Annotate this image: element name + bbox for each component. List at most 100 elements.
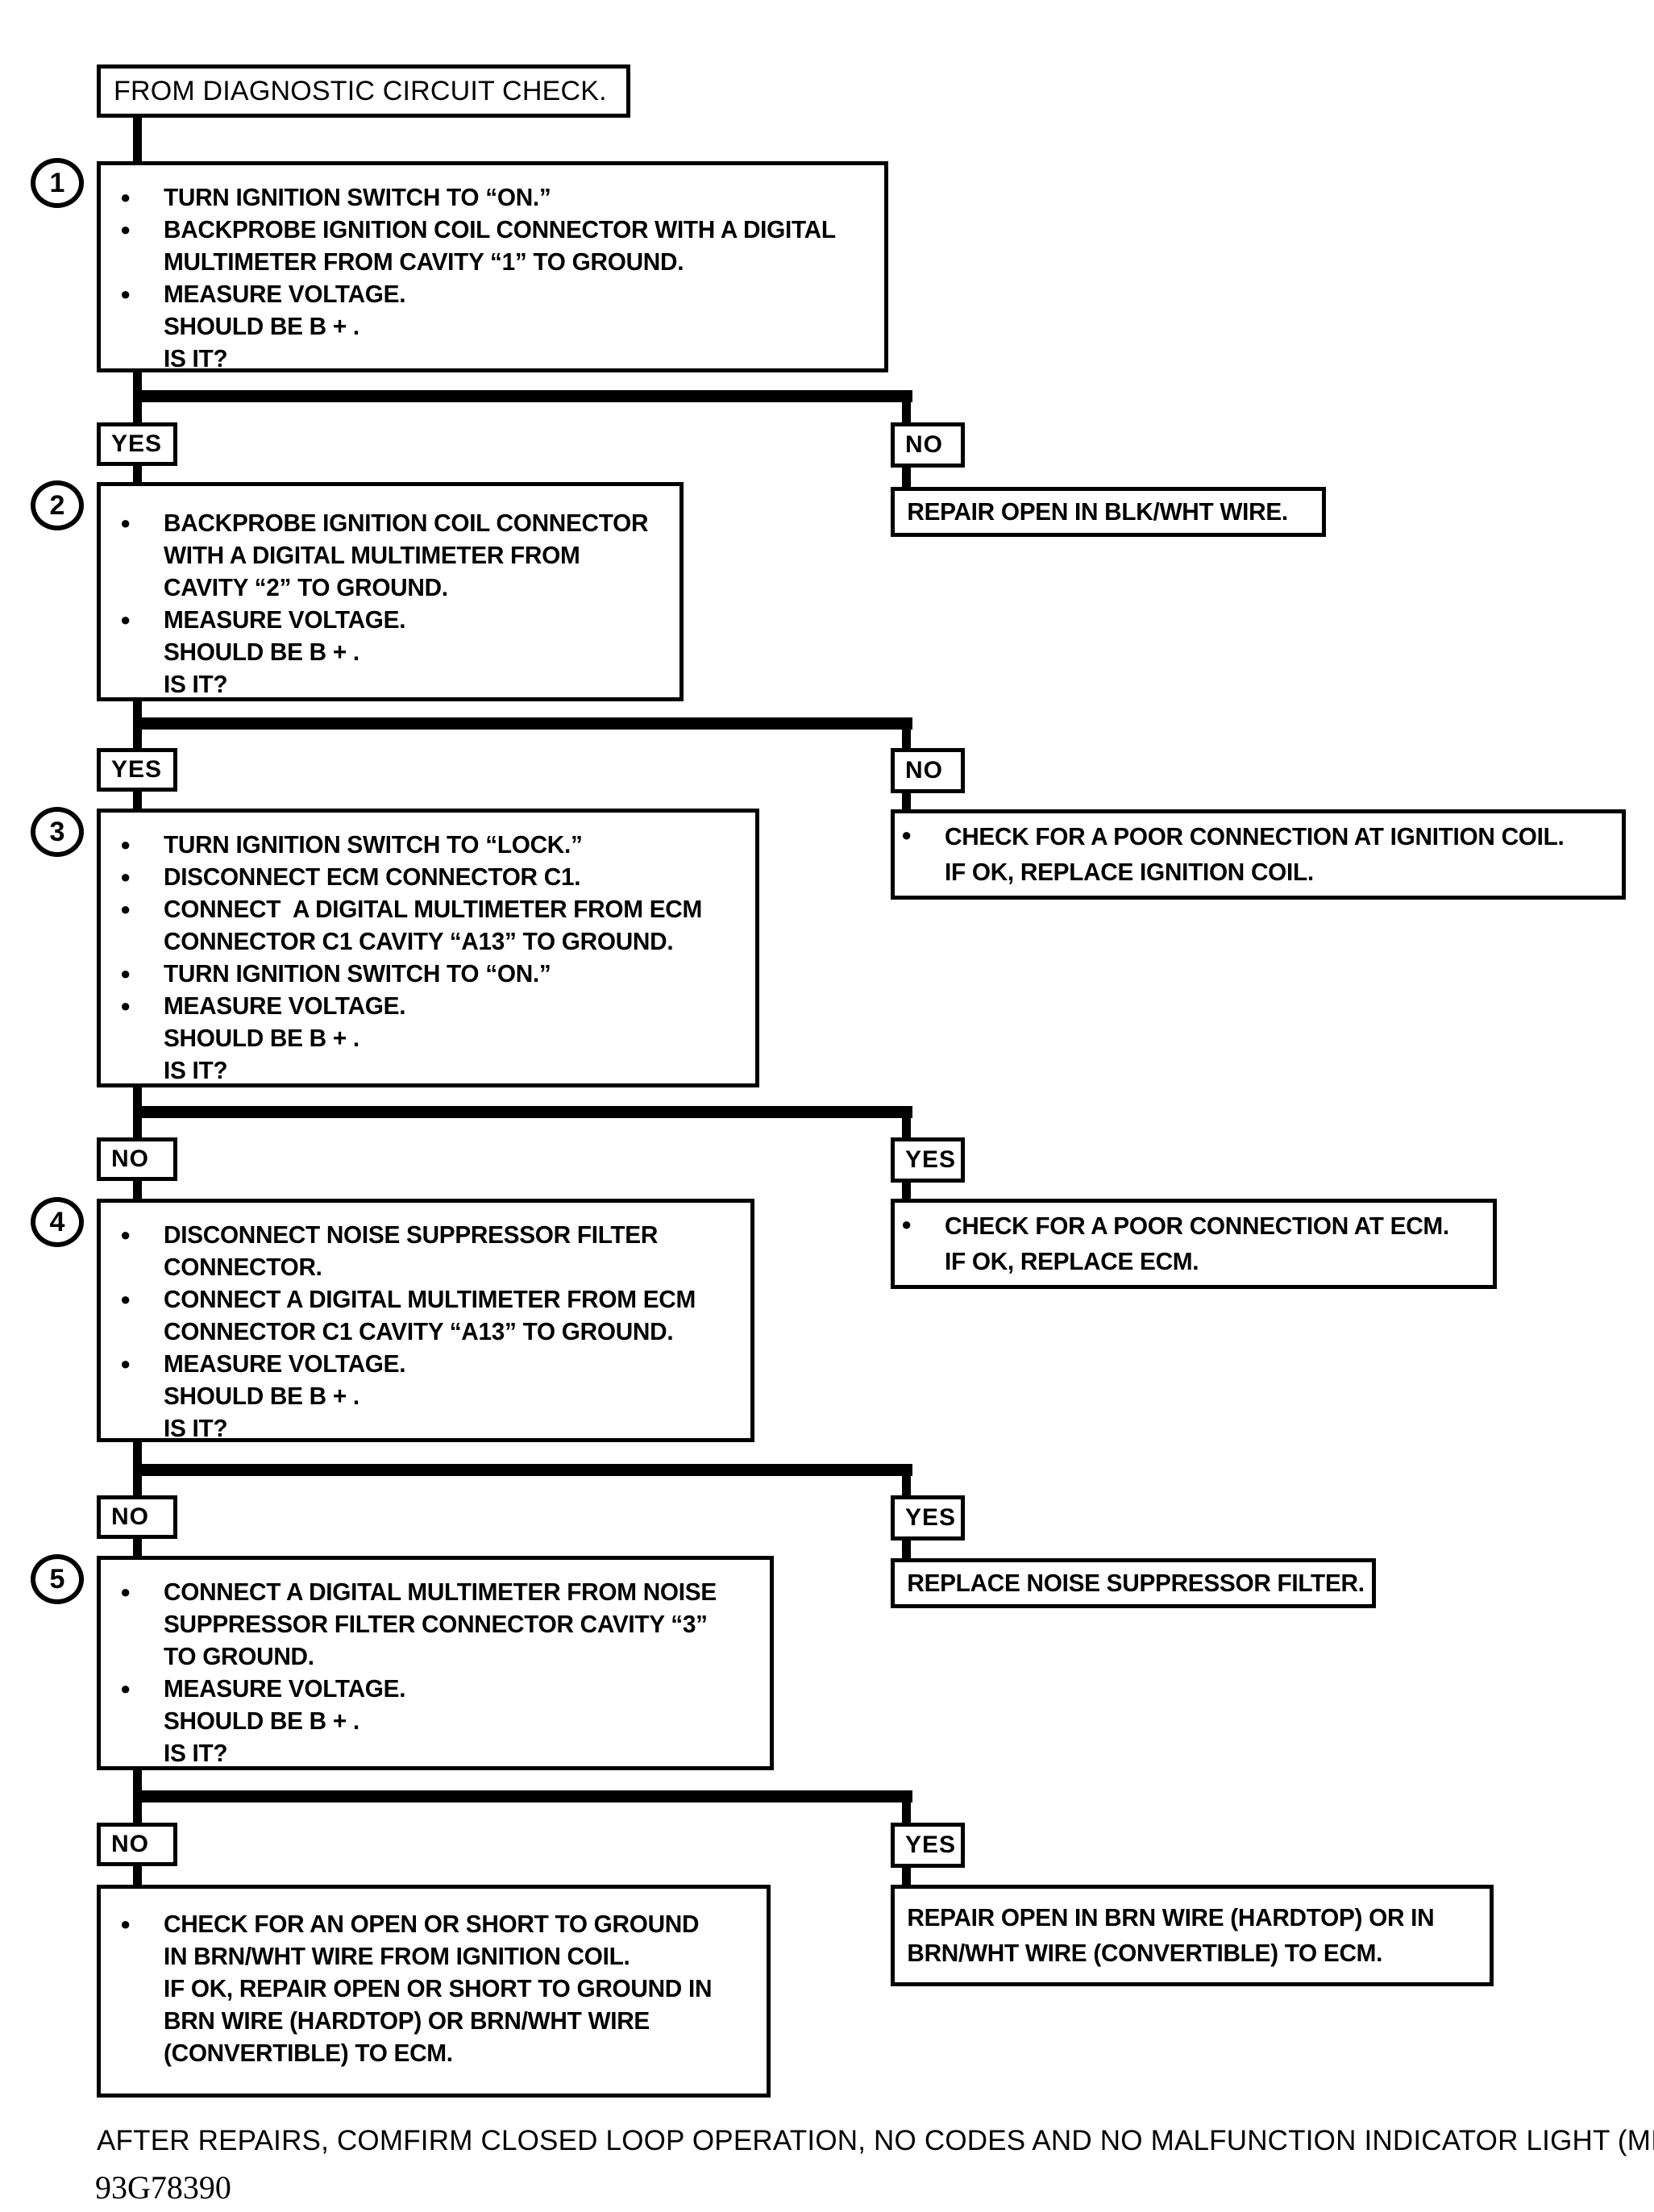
instruction-line: ●TURN IGNITION SWITCH TO “LOCK.” [114, 829, 746, 861]
instruction-line: ● MEASURE VOLTAGE. [114, 278, 875, 310]
connector-line [133, 1087, 142, 1106]
bullet-icon: ● [120, 513, 131, 533]
bullet-icon: ● [120, 1914, 131, 1934]
outcome-line: REPLACE NOISE SUPPRESSOR FILTER. [895, 1565, 1372, 1601]
bullet-icon: ● [120, 609, 131, 630]
bullet-icon: ● [120, 1289, 131, 1309]
instruction-text: BACKPROBE IGNITION COIL CONNECTOR [164, 509, 649, 537]
branch-label-no: NO [891, 748, 965, 793]
step-number: 4 [49, 1206, 65, 1237]
instruction-text: IS IT? [164, 344, 228, 372]
instruction-text: MEASURE VOLTAGE. [164, 280, 406, 308]
connector-line [133, 1770, 142, 1790]
bullet-icon: ● [120, 996, 131, 1016]
connector-line [902, 1540, 911, 1558]
branch-label-text: NO [111, 1146, 149, 1172]
connector-line [902, 729, 911, 748]
connector-line [133, 1181, 142, 1199]
figure-number: 93G78390 [95, 2169, 231, 2206]
outcome-text: IF OK, REPAIR OPEN OR SHORT TO GROUND IN [164, 1974, 713, 2002]
outcome-text: BRN WIRE (HARDTOP) OR BRN/WHT WIRE [164, 2006, 650, 2035]
outcome-line: BRN/WHT WIRE (CONVERTIBLE) TO ECM. [895, 1936, 1490, 1971]
instruction-text: MEASURE VOLTAGE. [164, 605, 406, 634]
outcome-box-check-ecm: ●CHECK FOR A POOR CONNECTION AT ECM. IF … [891, 1199, 1497, 1289]
connector-line [133, 466, 142, 482]
outcome-box-repair-blk-wht: REPAIR OPEN IN BLK/WHT WIRE. [891, 487, 1326, 537]
step-number: 2 [49, 489, 65, 521]
start-node-label: FROM DIAGNOSTIC CIRCUIT CHECK. [114, 75, 607, 106]
outcome-line: ● CHECK FOR A POOR CONNECTION AT IGNITION… [895, 819, 1622, 854]
connector-line [902, 1802, 911, 1823]
connector-line [133, 1802, 142, 1823]
bullet-icon: ● [120, 1582, 131, 1602]
instruction-line: ● MEASURE VOLTAGE. [114, 604, 670, 636]
bullet-icon: ● [901, 825, 912, 845]
outcome-text: CHECK FOR A POOR CONNECTION AT IGNITION … [945, 822, 1565, 850]
outcome-box-replace-filter: REPLACE NOISE SUPPRESSOR FILTER. [891, 1558, 1376, 1608]
connector-line [902, 468, 911, 487]
instruction-line: ● BACKPROBE IGNITION COIL CONNECTOR [114, 507, 670, 539]
outcome-text: IN BRN/WHT WIRE FROM IGNITION COIL. [164, 1942, 630, 1970]
instruction-text: SHOULD BE B + . [164, 1707, 359, 1735]
connector-bar [133, 1106, 912, 1118]
outcome-line: IF OK, REPLACE IGNITION COIL. [895, 854, 1622, 890]
start-node-box: FROM DIAGNOSTIC CIRCUIT CHECK. [97, 64, 630, 118]
instruction-text: SHOULD BE B + . [164, 312, 359, 340]
branch-label-yes: YES [97, 748, 177, 792]
outcome-text: REPLACE NOISE SUPPRESSOR FILTER. [907, 1569, 1365, 1597]
instruction-line: WITH A DIGITAL MULTIMETER FROM [114, 539, 670, 572]
branch-label-yes: YES [891, 1495, 965, 1540]
outcome-line: ●CHECK FOR AN OPEN OR SHORT TO GROUND [114, 1908, 757, 1940]
instruction-line: ●TURN IGNITION SWITCH TO “ON.” [114, 181, 875, 214]
step-4-instruction-box: ●DISCONNECT NOISE SUPPRESSOR FILTER CONN… [97, 1199, 754, 1442]
instruction-line: MULTIMETER FROM CAVITY “1” TO GROUND. [114, 246, 875, 278]
instruction-text: SHOULD BE B + . [164, 1382, 359, 1410]
connector-line [133, 1475, 142, 1495]
outcome-text: BRN/WHT WIRE (CONVERTIBLE) TO ECM. [907, 1939, 1383, 1967]
instruction-text: WITH A DIGITAL MULTIMETER FROM [164, 541, 580, 569]
instruction-line: IS IT? [114, 1412, 741, 1445]
bullet-icon: ● [120, 1353, 131, 1374]
branch-label-text: NO [905, 431, 943, 458]
instruction-line: SHOULD BE B + . [114, 1380, 741, 1412]
instruction-line: ●DISCONNECT NOISE SUPPRESSOR FILTER [114, 1219, 741, 1251]
step-1-instruction-box: ●TURN IGNITION SWITCH TO “ON.” ●BACKPROB… [97, 161, 888, 372]
connector-bar [133, 1790, 912, 1802]
connector-bar [133, 390, 912, 402]
branch-label-no: NO [891, 422, 965, 468]
connector-bar [133, 717, 912, 730]
instruction-line: ●DISCONNECT ECM CONNECTOR C1. [114, 861, 746, 893]
branch-label-yes: YES [97, 422, 177, 466]
instruction-line: SHOULD BE B + . [114, 636, 670, 668]
outcome-text: REPAIR OPEN IN BRN WIRE (HARDTOP) OR IN [907, 1903, 1435, 1931]
bullet-icon: ● [120, 899, 131, 919]
connector-line [133, 701, 142, 717]
instruction-text: CAVITY “2” TO GROUND. [164, 573, 448, 601]
instruction-line: CONNECTOR C1 CAVITY “A13” TO GROUND. [114, 925, 746, 958]
instruction-text: IS IT? [164, 670, 228, 698]
outcome-text: REPAIR OPEN IN BLK/WHT WIRE. [907, 497, 1288, 526]
branch-label-text: NO [111, 1503, 149, 1530]
outcome-box-repair-brn-wire: REPAIR OPEN IN BRN WIRE (HARDTOP) OR IN … [891, 1885, 1494, 1986]
connector-line [133, 1117, 142, 1137]
branch-label-text: YES [905, 1504, 957, 1531]
instruction-text: SHOULD BE B + . [164, 1024, 359, 1052]
instruction-line: SHOULD BE B + . [114, 310, 875, 343]
connector-line [133, 729, 142, 748]
step-number-badge: 5 [31, 1554, 84, 1604]
bullet-icon: ● [120, 219, 131, 239]
bullet-icon: ● [120, 1678, 131, 1698]
instruction-text: MULTIMETER FROM CAVITY “1” TO GROUND. [164, 247, 684, 276]
instruction-line: ●MEASURE VOLTAGE. [114, 1673, 760, 1705]
instruction-line: IS IT? [114, 668, 670, 701]
bullet-icon: ● [120, 284, 131, 304]
instruction-text: IS IT? [164, 1414, 228, 1442]
outcome-text: CHECK FOR A POOR CONNECTION AT ECM. [945, 1212, 1449, 1240]
branch-label-yes: YES [891, 1137, 965, 1183]
connector-bar [133, 1464, 912, 1476]
branch-label-text: NO [905, 757, 943, 784]
step-number-badge: 1 [31, 158, 84, 208]
outcome-line: IN BRN/WHT WIRE FROM IGNITION COIL. [114, 1940, 757, 1973]
instruction-text: CONNECTOR. [164, 1253, 322, 1281]
step-number-badge: 3 [31, 807, 84, 857]
